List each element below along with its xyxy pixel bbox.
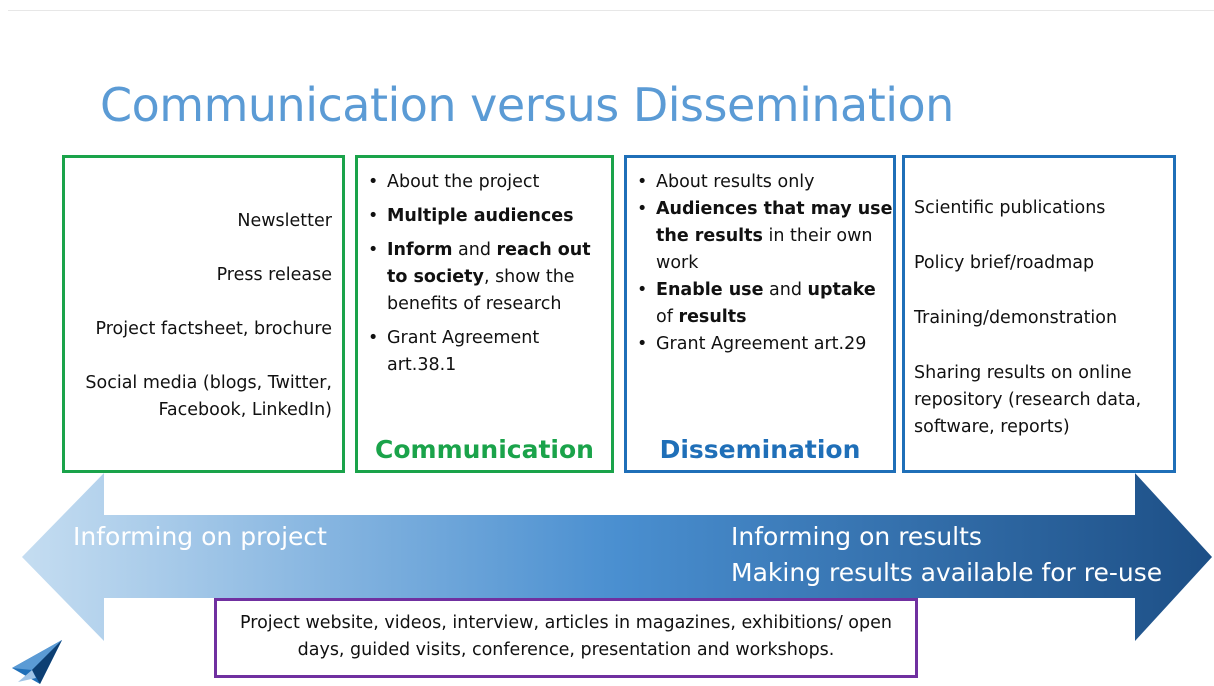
dissemination-channels-panel: Scientific publications Policy brief/roa… — [902, 155, 1176, 473]
bullet-item: Grant Agreement art.38.1 — [366, 325, 606, 379]
bullet-item: About results only — [635, 169, 893, 196]
arrow-right-line-2: Making results available for re-use — [731, 558, 1163, 587]
list-item: Press release — [216, 265, 332, 285]
bullet-item: Inform and reach out to society, show th… — [366, 237, 606, 318]
dissemination-label: Dissemination — [659, 435, 861, 464]
arrow-right-line-1: Informing on results — [731, 522, 982, 551]
list-item: Sharing results on online repository (re… — [914, 363, 1142, 437]
communication-panel: About the project Multiple audiences Inf… — [355, 155, 614, 473]
bullet-item: Audiences that may use the results in th… — [635, 196, 893, 277]
communication-channels-panel: Newsletter Press release Project factshe… — [62, 155, 345, 473]
channels-note: Project website, videos, interview, arti… — [214, 598, 918, 678]
communication-label: Communication — [375, 435, 594, 464]
communication-bullets: About the project Multiple audiences Inf… — [366, 169, 606, 386]
list-item: Policy brief/roadmap — [914, 253, 1095, 273]
bullet-item: Enable use and uptake of results — [635, 277, 893, 331]
bullet-item: Grant Agreement art.29 — [635, 331, 893, 358]
slide-title: Communication versus Dissemination — [100, 78, 954, 132]
arrow-right-label: Informing on results Making results avai… — [731, 519, 1162, 591]
arrow-shape — [22, 473, 1212, 641]
list-item: Project factsheet, brochure — [95, 319, 332, 339]
dissemination-bullets: About results only Audiences that may us… — [635, 169, 893, 358]
list-item: Newsletter — [237, 211, 332, 231]
bullet-item: Multiple audiences — [366, 203, 606, 230]
arrow-left-label: Informing on project — [73, 522, 327, 551]
list-item: Scientific publications — [914, 198, 1106, 218]
list-item: Social media (blogs, Twitter, Facebook, … — [85, 373, 332, 420]
dissemination-panel: About results only Audiences that may us… — [624, 155, 896, 473]
bullet-item: About the project — [366, 169, 606, 196]
list-item: Training/demonstration — [914, 308, 1118, 328]
paper-plane-logo-icon — [12, 640, 62, 684]
top-divider — [8, 10, 1214, 11]
